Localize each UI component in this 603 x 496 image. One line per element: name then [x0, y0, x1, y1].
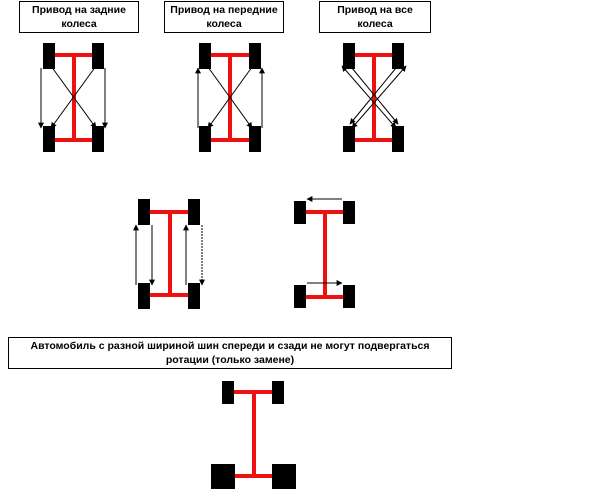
- label-rear-drive: Привод на задние колеса: [19, 1, 139, 33]
- rotation-arrow: [349, 67, 397, 125]
- rotation-arrow: [207, 66, 253, 129]
- wheel-front-left: [343, 43, 355, 69]
- wheel-rear-right: [272, 464, 296, 489]
- wheel-front-left: [222, 381, 234, 404]
- wheel-front-right: [188, 199, 200, 225]
- wheel-front-right: [92, 43, 104, 69]
- wheel-rear-left: [199, 126, 211, 152]
- wheel-rear-right: [92, 126, 104, 152]
- wheel-rear-left: [211, 464, 235, 489]
- wheel-rear-right: [188, 283, 200, 309]
- wheel-front-left: [294, 201, 306, 224]
- rotation-arrow: [351, 65, 407, 129]
- wheel-front-left: [199, 43, 211, 69]
- car-chassis: [353, 53, 396, 142]
- wheel-rear-right: [249, 126, 261, 152]
- wheel-front-right: [343, 201, 355, 224]
- wheel-front-right: [392, 43, 404, 69]
- wheel-rear-left: [43, 126, 55, 152]
- car-chassis: [303, 210, 346, 299]
- car-different-widths: [211, 381, 296, 489]
- rotation-arrow: [351, 67, 399, 125]
- car-chassis: [148, 210, 192, 297]
- wheel-rear-left: [343, 126, 355, 152]
- label-front-drive: Привод на передние колеса: [164, 1, 284, 33]
- car-same-side-rotation: [133, 199, 205, 309]
- wheel-rear-left: [294, 285, 306, 308]
- wheel-front-right: [249, 43, 261, 69]
- car-rear-drive: [38, 43, 108, 152]
- wheel-front-right: [272, 381, 284, 404]
- rotation-arrow: [341, 65, 397, 129]
- car-all-drive: [341, 43, 407, 152]
- wheel-front-left: [43, 43, 55, 69]
- car-chassis: [232, 390, 275, 478]
- label-all-drive: Привод на все колеса: [319, 1, 431, 33]
- label-note: Автомобиль с разной шириной шин спереди …: [8, 337, 452, 369]
- car-same-axle-rotation: [294, 196, 355, 308]
- rotation-arrow: [50, 65, 97, 129]
- wheel-rear-left: [138, 283, 150, 309]
- wheel-rear-right: [392, 126, 404, 152]
- wheel-rear-right: [343, 285, 355, 308]
- car-front-drive: [195, 43, 265, 152]
- wheel-front-left: [138, 199, 150, 225]
